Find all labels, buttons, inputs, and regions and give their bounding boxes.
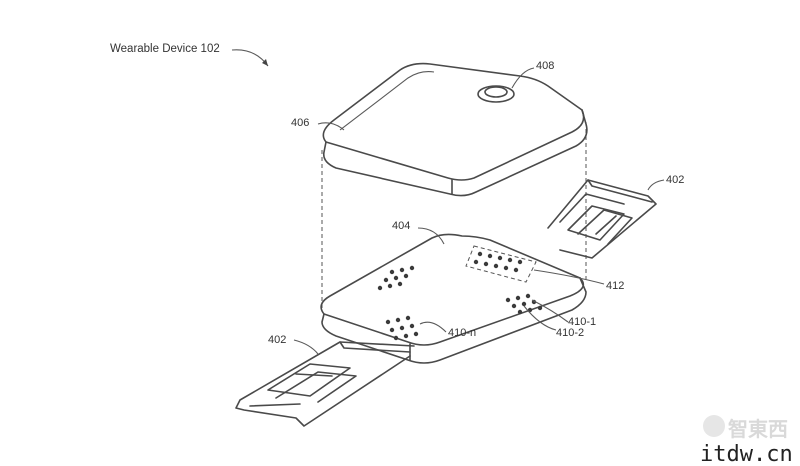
watch-base [320, 233, 587, 364]
watermark-logo-text: 智東西 [728, 417, 788, 441]
leader-402-right [647, 179, 665, 191]
band-right [547, 179, 657, 259]
label-electrode-2: 410-2 [556, 327, 584, 339]
electrode-dots [377, 251, 543, 341]
label-electrode-n: 410-n [448, 327, 476, 339]
label-electrode-1: 410-1 [568, 316, 596, 328]
electrode-group-right [505, 293, 543, 315]
leader-410-1 [531, 299, 569, 323]
band-left [235, 341, 415, 427]
electrode-group-back [473, 251, 523, 273]
label-button: 408 [536, 60, 554, 72]
leader-408 [511, 67, 535, 89]
label-band-left: 402 [268, 334, 286, 346]
leader-412 [533, 269, 605, 285]
sensor-group-box [465, 245, 537, 283]
label-base: 404 [392, 220, 410, 232]
title-arrow [231, 49, 269, 67]
watch-cover [322, 62, 588, 197]
leader-404 [417, 227, 445, 245]
electrode-group-front [385, 315, 419, 341]
leader-402-left [293, 339, 319, 355]
leader-410n [419, 321, 447, 333]
figure-title: Wearable Device 102 [110, 43, 220, 55]
crown-button [477, 85, 515, 103]
label-cover: 406 [291, 117, 309, 129]
watermark: 智東西 itdw.cn [700, 415, 793, 466]
watermark-logo-icon [703, 415, 725, 437]
electrode-group-left [377, 265, 415, 291]
leader-410-2 [523, 305, 557, 331]
leader-406 [317, 122, 345, 131]
title-arrow-head [262, 59, 268, 66]
label-band-right: 402 [666, 174, 684, 186]
label-sensor-group: 412 [606, 280, 624, 292]
watermark-site: itdw.cn [700, 442, 793, 466]
